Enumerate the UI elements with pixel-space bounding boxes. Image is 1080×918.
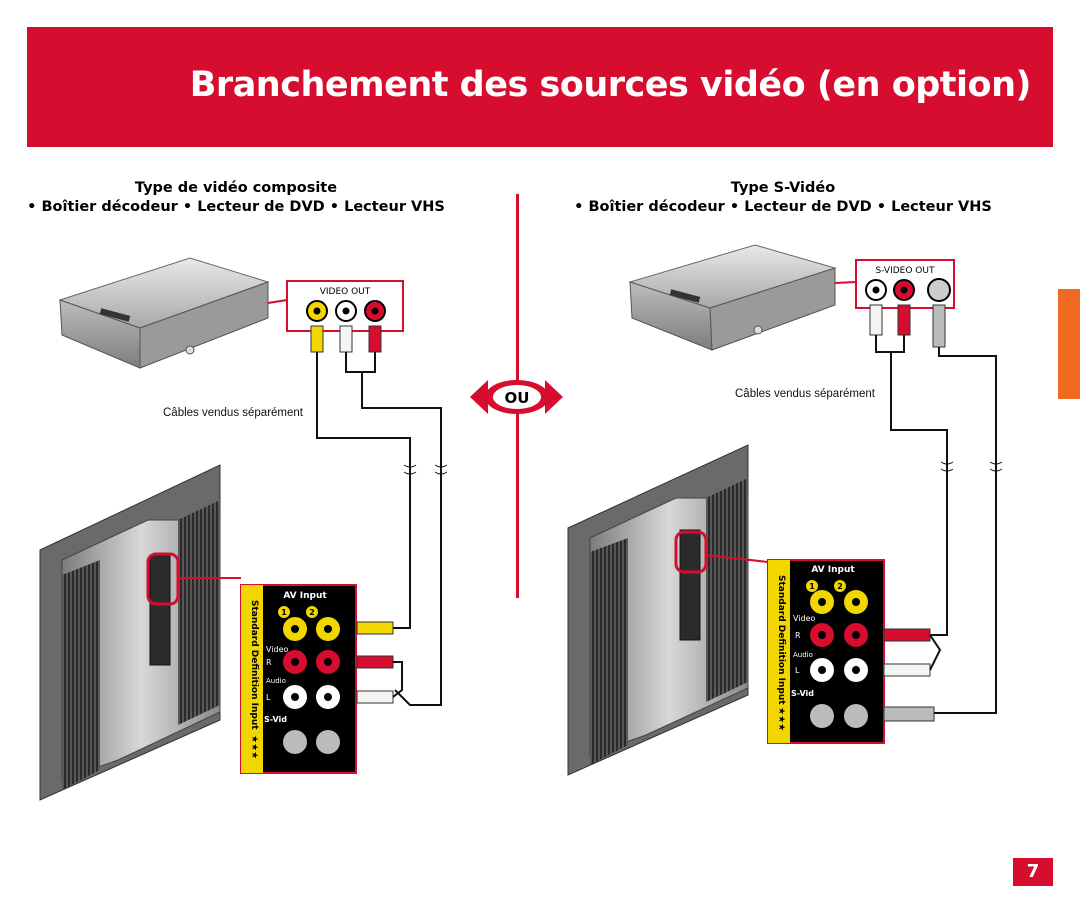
svideo-jack [927,278,951,302]
right-video-row-label: Video [793,614,816,623]
right-section-title: Type S-Vidéo • Boîtier décodeur • Lecteu… [568,179,998,217]
right-av-input-highlight [674,530,708,574]
left-section-title: Type de vidéo composite • Boîtier décode… [16,179,456,217]
left-panel-side-label: Standard Definition Input [249,600,259,730]
page-number: 7 [1013,858,1053,886]
left-video-out-panel: VIDEO OUT [267,280,404,332]
left-l-label: L [266,693,271,702]
left-cables-note: Câbles vendus séparément [163,407,303,419]
left-col2-label: 2 [309,608,315,617]
right-audio-label: Audio [793,651,813,659]
left-svid-label: S-Vid [264,715,287,724]
right-av-panel: Standard Definition Input ★★★ AV Input 1… [767,559,885,744]
left-video-row-label: Video [266,645,289,654]
page-title: Branchement des sources vidéo (en option… [189,65,1032,105]
left-panel-stars: ★★★ [249,735,259,759]
right-cables [869,304,1003,714]
right-cables-note: Câbles vendus séparément [735,388,875,400]
left-decoder-box [58,257,270,369]
left-video-out-label: VIDEO OUT [320,287,371,297]
left-title-line2: • Boîtier décodeur • Lecteur de DVD • Le… [27,199,445,215]
left-col1-label: 1 [281,608,287,617]
right-svideo-out-panel: S-VIDEO OUT [834,259,955,309]
left-title-line1: Type de vidéo composite [134,180,338,196]
left-audio-label: Audio [266,677,286,685]
right-decoder-box [628,244,837,351]
left-av-panel: Standard Definition Input ★★★ AV Input 1… [240,584,357,774]
right-title-line2: • Boîtier décodeur • Lecteur de DVD • Le… [574,199,992,215]
right-panel-stars: ★★★ [776,707,786,731]
right-col2-label: 2 [837,582,843,591]
right-col1-label: 1 [809,582,815,591]
right-svideo-out-label: S-VIDEO OUT [876,266,935,276]
left-panel-title: AV Input [283,591,327,601]
left-cables [310,325,448,706]
right-r-label: R [795,631,801,640]
right-l-label: L [795,666,800,675]
or-label: OU [505,389,530,407]
or-badge: OU [470,380,563,414]
right-svid-label: S-Vid [791,689,814,698]
left-tv-back [39,464,241,801]
left-panel-plugs [356,621,403,704]
right-tv-back [567,444,769,776]
right-panel-title: AV Input [811,565,855,575]
right-panel-plugs [883,628,942,722]
right-title-line1: Type S-Vidéo [730,180,836,196]
header-banner: Branchement des sources vidéo (en option… [27,27,1053,147]
left-r-label: R [266,658,272,667]
section-tab-marker [1058,289,1080,399]
right-panel-side-label: Standard Definition Input [776,575,786,705]
